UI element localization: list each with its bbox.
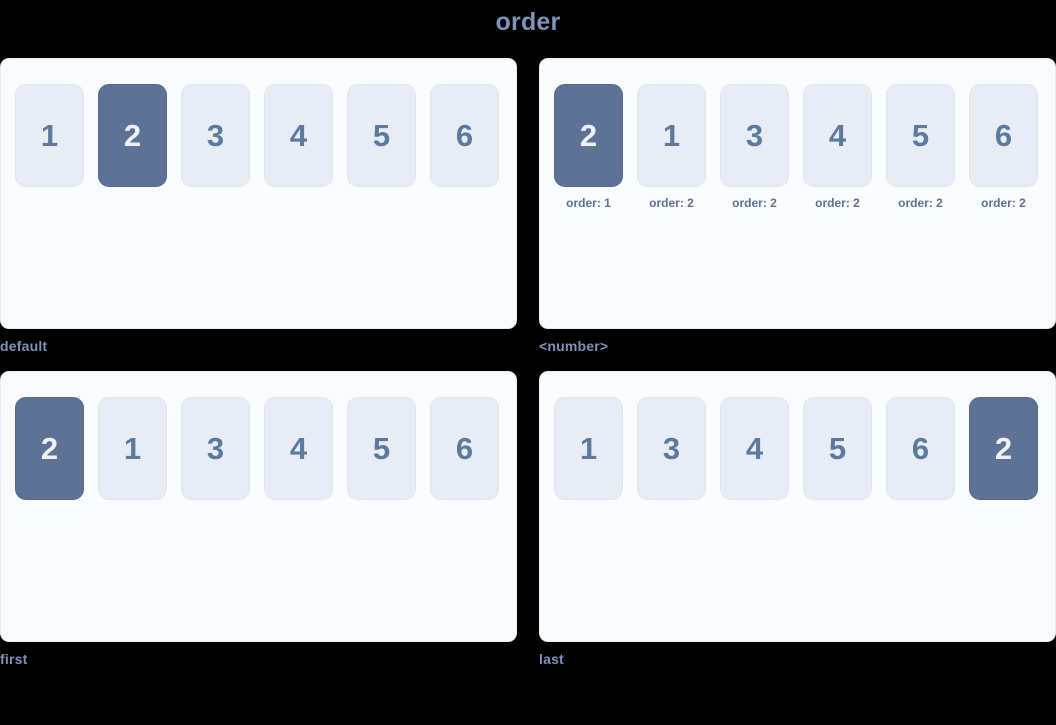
- flex-item-box: 6: [886, 397, 955, 500]
- flex-item-box: 6: [969, 84, 1038, 187]
- order-value-label: order: 2: [815, 196, 860, 210]
- flex-item: 1: [554, 397, 623, 500]
- order-value-label: order: 1: [566, 196, 611, 210]
- flex-item-box: 4: [803, 84, 872, 187]
- flex-item: 2: [969, 397, 1038, 500]
- flex-item-box: 6: [430, 84, 499, 187]
- flex-item: 2: [98, 84, 167, 187]
- flex-item-box-highlighted: 2: [554, 84, 623, 187]
- flex-item-box: 1: [15, 84, 84, 187]
- flex-item-box-highlighted: 2: [98, 84, 167, 187]
- flex-item: 4: [264, 84, 333, 187]
- flex-item-box-highlighted: 2: [15, 397, 84, 500]
- flex-item: 4: [264, 397, 333, 500]
- flex-item: 2: [15, 397, 84, 500]
- flex-item-box: 3: [181, 84, 250, 187]
- order-value-label: order: 2: [981, 196, 1026, 210]
- flex-item: 5 order: 2: [886, 84, 955, 210]
- panel-caption-default: default: [0, 338, 48, 354]
- flex-item: 6 order: 2: [969, 84, 1038, 210]
- flex-item-box: 4: [264, 84, 333, 187]
- flex-item: 3: [637, 397, 706, 500]
- panel-caption-number: <number>: [539, 338, 609, 354]
- flex-item-box: 5: [803, 397, 872, 500]
- order-value-label: order: 2: [898, 196, 943, 210]
- flex-item: 1: [98, 397, 167, 500]
- flex-item: 6: [430, 84, 499, 187]
- flex-item: 2 order: 1: [554, 84, 623, 210]
- flex-item: 1: [15, 84, 84, 187]
- flex-container-number: 2 order: 1 1 order: 2 3 order: 2 4 order: 2 5 ord…: [539, 58, 1056, 329]
- order-value-label: order: 2: [732, 196, 777, 210]
- flex-item: 3: [181, 397, 250, 500]
- flex-item-box: 4: [720, 397, 789, 500]
- flex-item: 5: [803, 397, 872, 500]
- flex-item-box: 1: [637, 84, 706, 187]
- flex-item: 6: [886, 397, 955, 500]
- flex-item-box-highlighted: 2: [969, 397, 1038, 500]
- flex-item: 3: [181, 84, 250, 187]
- flex-item-box: 3: [181, 397, 250, 500]
- page-title: order: [495, 8, 561, 36]
- flex-item-box: 5: [347, 84, 416, 187]
- flex-item-box: 1: [554, 397, 623, 500]
- panel-cell-number: 2 order: 1 1 order: 2 3 order: 2 4 order: 2 5 ord…: [539, 58, 1056, 357]
- flex-item: 5: [347, 84, 416, 187]
- flex-item: 5: [347, 397, 416, 500]
- flex-item: 1 order: 2: [637, 84, 706, 210]
- flex-item-box: 5: [886, 84, 955, 187]
- flex-item-box: 5: [347, 397, 416, 500]
- flex-item: 4 order: 2: [803, 84, 872, 210]
- flex-item-box: 3: [637, 397, 706, 500]
- flex-item: 4: [720, 397, 789, 500]
- flex-item-box: 1: [98, 397, 167, 500]
- flex-item: 3 order: 2: [720, 84, 789, 210]
- flex-item-box: 3: [720, 84, 789, 187]
- panel-caption-last: last: [539, 651, 564, 667]
- flex-item-box: 4: [264, 397, 333, 500]
- flex-item: 6: [430, 397, 499, 500]
- flex-item-box: 6: [430, 397, 499, 500]
- order-value-label: order: 2: [649, 196, 694, 210]
- panel-caption-first: first: [0, 651, 28, 667]
